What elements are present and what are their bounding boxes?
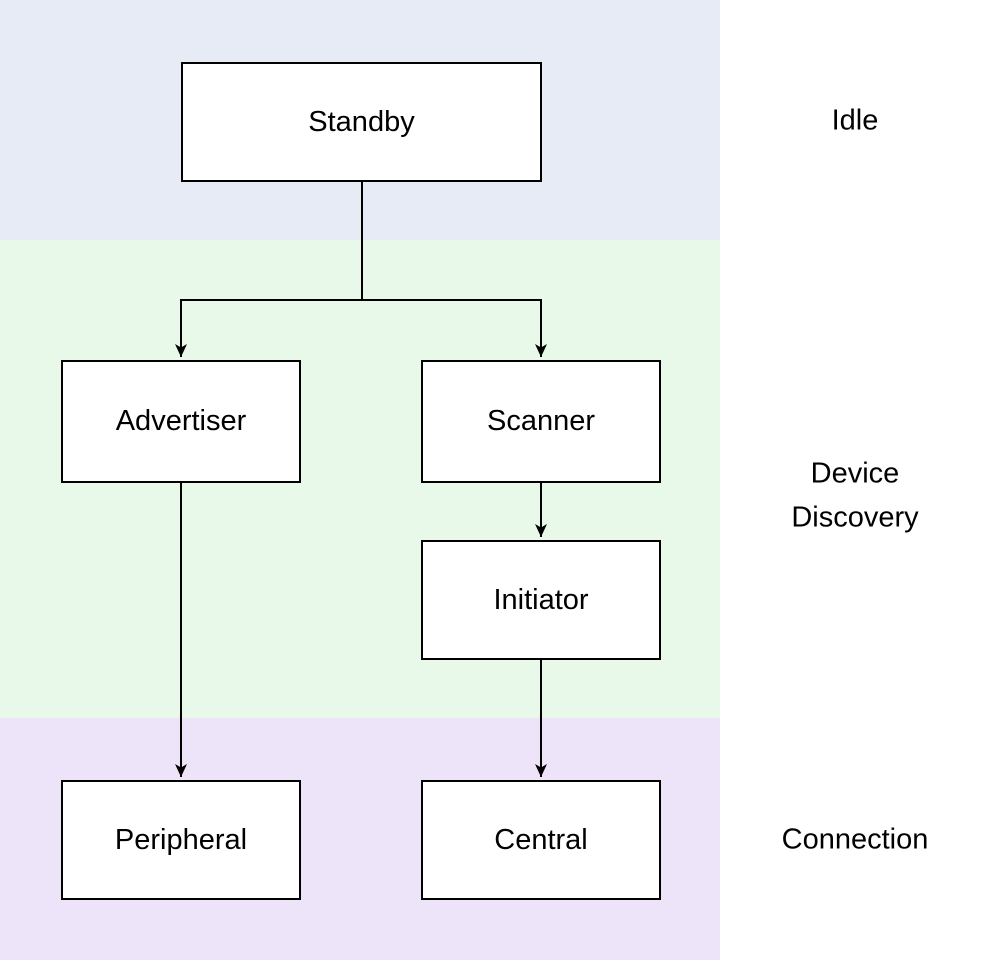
node-central: Central	[421, 780, 661, 900]
phase-label-connection: Connection	[781, 823, 929, 856]
node-scanner: Scanner	[421, 360, 661, 483]
node-peripheral-label: Peripheral	[114, 823, 248, 856]
node-peripheral: Peripheral	[61, 780, 301, 900]
node-initiator-label: Initiator	[493, 583, 589, 616]
phase-label-idle: Idle	[831, 104, 879, 137]
node-standby: Standby	[181, 62, 542, 182]
phase-label-device-discovery: Device Discovery	[791, 457, 919, 534]
node-standby-label: Standby	[308, 105, 415, 138]
node-advertiser-label: Advertiser	[115, 405, 247, 437]
node-scanner-label: Scanner	[486, 405, 595, 437]
node-central-label: Central	[494, 823, 588, 856]
node-initiator: Initiator	[421, 540, 661, 660]
node-advertiser: Advertiser	[61, 360, 301, 483]
